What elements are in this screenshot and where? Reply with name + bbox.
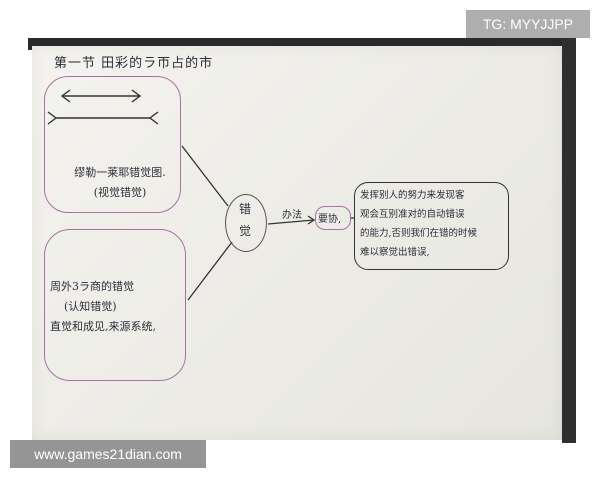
explanation-box — [354, 182, 509, 270]
need-label: 要协, — [318, 214, 342, 225]
explanation-text: 发挥别人的努力来发现客 观会互别准对的自动错误 的能力,否则我们在错的时候 难以… — [360, 190, 478, 258]
illusion-box-visual — [44, 76, 181, 213]
illusion-box-cognitive — [44, 229, 186, 381]
center-circle — [225, 194, 267, 252]
watermark-bottom: www.games21dian.com — [10, 440, 206, 468]
watermark-top: TG: MYYJJPP — [466, 10, 590, 38]
page-title: 第一节 田彩的ラ帀占的市 — [54, 56, 214, 71]
arrow-to-need — [267, 219, 315, 225]
center-label: 错 觉 — [239, 202, 252, 238]
notebook-edge-right — [562, 38, 576, 443]
diagram-lines — [47, 89, 354, 301]
muller-lyer-figure — [47, 89, 159, 125]
need-box — [315, 206, 351, 230]
connector-box2-center — [187, 241, 233, 301]
connector-box1-center — [181, 145, 229, 207]
method-label: 办法 — [282, 210, 302, 221]
notebook-page: 第一节 田彩的ラ帀占的市 缪勒一莱耶错觉图. (视觉错觉) 周外3ラ商的错觉 (… — [32, 46, 562, 440]
box2-text: 周外3ラ商的错觉 (认知错觉) 直觉和成见,来源系统, — [50, 280, 156, 333]
box1-text: 缪勒一莱耶错觉图. (视觉错觉) — [74, 166, 166, 199]
